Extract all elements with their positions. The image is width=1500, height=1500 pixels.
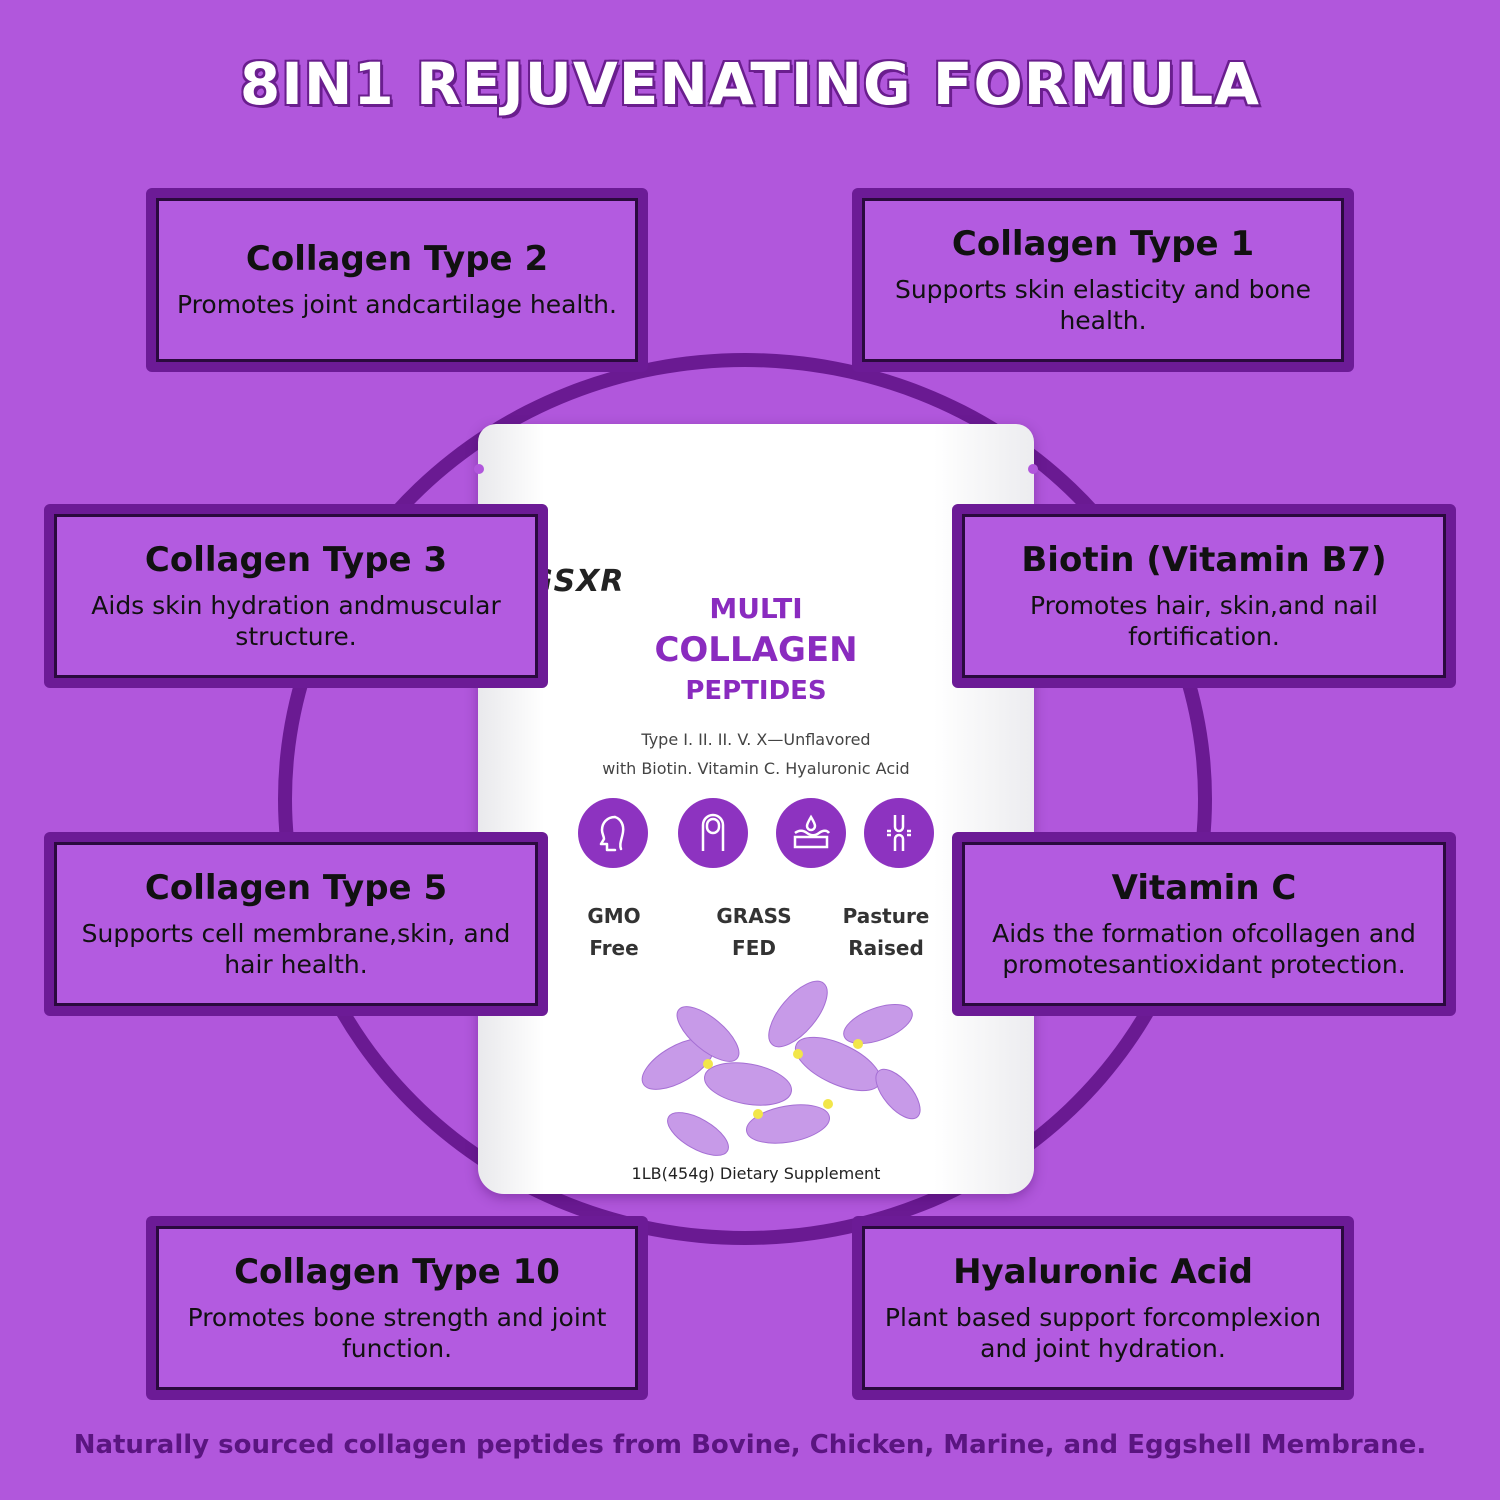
pouch-title-multi: MULTI: [709, 592, 803, 625]
card-description: Promotes bone strength and joint functio…: [187, 1302, 607, 1363]
card-vitamin-c: Vitamin C Aids the formation ofcollagen …: [952, 832, 1456, 1016]
card-description: Promotes hair, skin,and nail fortificati…: [1029, 590, 1379, 651]
skin-layer-icon: [776, 798, 846, 868]
face-icon: [578, 798, 648, 868]
card-description: Supports cell membrane,skin, and hair he…: [81, 918, 511, 979]
card-collagen-type-5: Collagen Type 5 Supports cell membrane,s…: [44, 832, 548, 1016]
card-title: Collagen Type 2: [245, 239, 549, 280]
pouch-subtitle-types: Type I. II. II. V. X—Unflavored: [641, 730, 871, 749]
card-title: Collagen Type 10: [234, 1251, 560, 1292]
card-collagen-type-10: Collagen Type 10 Promotes bone strength …: [146, 1216, 648, 1400]
card-description: Aids the formation ofcollagen and promot…: [992, 918, 1416, 979]
card-title: Biotin (Vitamin B7): [1021, 539, 1387, 580]
badge-gmo-free: GMO Free: [564, 900, 664, 964]
badge-line: Free: [589, 936, 639, 960]
badge-grass-fed: GRASS FED: [704, 900, 804, 964]
card-title: Hyaluronic Acid: [953, 1251, 1253, 1292]
pouch-footer: 1LB(454g) Dietary Supplement: [631, 1164, 881, 1183]
card-collagen-type-3: Collagen Type 3 Aids skin hydration andm…: [44, 504, 548, 688]
card-description: Plant based support forcomplexion and jo…: [884, 1302, 1322, 1363]
card-title: Collagen Type 1: [951, 223, 1255, 264]
pouch-notch: [1028, 464, 1038, 474]
product-pouch: GSXR MULTI COLLAGEN PEPTIDES Type I. II.…: [474, 424, 1038, 1194]
flower-illustration: [641, 980, 921, 1156]
pouch-subtitle-ingredients: with Biotin. Vitamin C. Hyaluronic Acid: [602, 759, 910, 778]
pouch-notch: [474, 464, 484, 474]
badge-line: Pasture: [842, 904, 930, 928]
card-description: Supports skin elasticity and bone health…: [894, 274, 1312, 335]
nail-icon: [678, 798, 748, 868]
badge-line: GRASS: [716, 904, 792, 928]
footer-note: Naturally sourced collagen peptides from…: [73, 1430, 1427, 1460]
card-title: Collagen Type 5: [144, 867, 448, 908]
card-hyaluronic-acid: Hyaluronic Acid Plant based support forc…: [852, 1216, 1354, 1400]
card-description: Aids skin hydration andmuscular structur…: [91, 590, 501, 651]
card-title: Vitamin C: [1111, 867, 1297, 908]
joint-icon: [864, 798, 934, 868]
card-title: Collagen Type 3: [144, 539, 448, 580]
card-biotin: Biotin (Vitamin B7) Promotes hair, skin,…: [952, 504, 1456, 688]
badge-pasture-raised: Pasture Raised: [836, 900, 936, 964]
card-description: Promotes joint andcartilage health.: [177, 290, 617, 320]
pouch-title-peptides: PEPTIDES: [685, 676, 827, 706]
badge-line: FED: [732, 936, 776, 960]
badge-line: Raised: [848, 936, 924, 960]
card-collagen-type-1: Collagen Type 1 Supports skin elasticity…: [852, 188, 1354, 372]
pouch-title-collagen: COLLAGEN: [654, 630, 858, 670]
headline: 8IN1 REJUVENATING FORMULA: [239, 50, 1261, 118]
badge-line: GMO: [587, 904, 641, 928]
card-collagen-type-2: Collagen Type 2 Promotes joint andcartil…: [146, 188, 648, 372]
